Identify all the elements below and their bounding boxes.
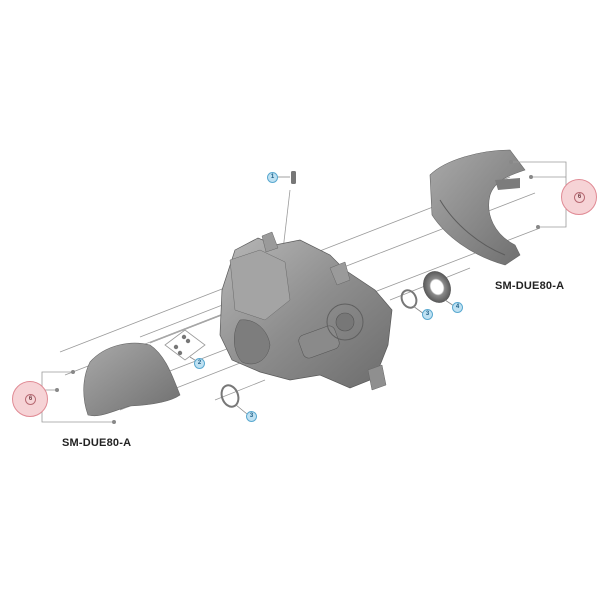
callout-6-left: 6 bbox=[25, 394, 36, 405]
callout-3-right[interactable]: 3 bbox=[422, 309, 433, 320]
left-cover bbox=[83, 342, 181, 417]
right-cover bbox=[429, 149, 526, 266]
left-cover-model-label: SM-DUE80-A bbox=[62, 437, 132, 449]
callout-6-left-highlight[interactable]: 6 bbox=[12, 381, 48, 417]
callout-4[interactable]: 4 bbox=[452, 302, 463, 313]
o-ring-right bbox=[400, 289, 418, 309]
callout-6-right: 6 bbox=[574, 192, 585, 203]
o-ring-left bbox=[220, 384, 240, 408]
lock-ring-part bbox=[423, 271, 455, 307]
callout-6-right-highlight[interactable]: 6 bbox=[561, 179, 597, 215]
callout-1[interactable]: 1 bbox=[267, 172, 278, 183]
right-cover-model-label: SM-DUE80-A bbox=[495, 280, 565, 292]
pin-part bbox=[291, 171, 296, 184]
callout-2[interactable]: 2 bbox=[194, 358, 205, 369]
drive-unit-body bbox=[219, 231, 393, 391]
callout-3-left[interactable]: 3 bbox=[246, 411, 257, 422]
